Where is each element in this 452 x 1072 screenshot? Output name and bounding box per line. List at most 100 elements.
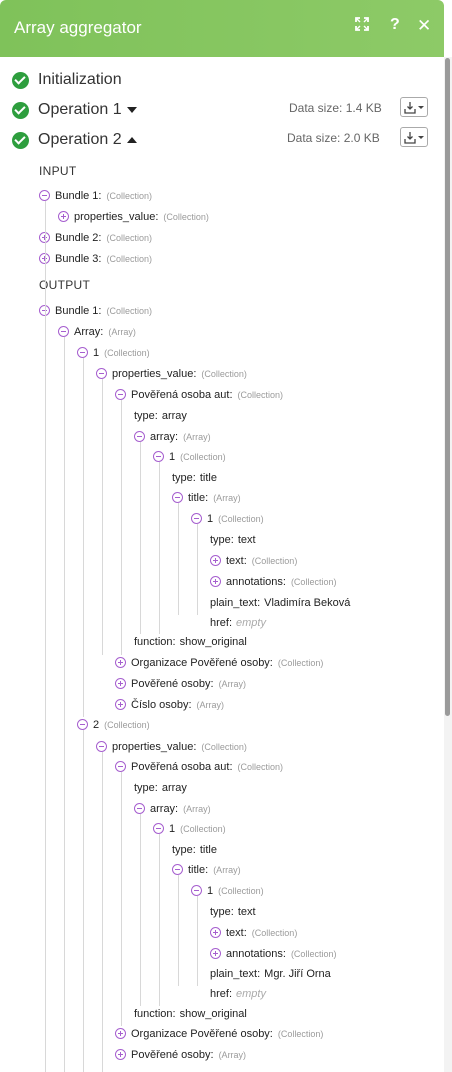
tree-value: show_original bbox=[179, 636, 247, 648]
caret-down-icon bbox=[126, 106, 137, 113]
tree-row[interactable]: 1(Collection) bbox=[77, 345, 150, 361]
collapse-minus-icon[interactable] bbox=[172, 492, 183, 503]
tree-row[interactable]: properties_value:(Collection) bbox=[96, 366, 247, 382]
caret-up-icon bbox=[126, 136, 137, 143]
tree-type-label: (Collection) bbox=[290, 949, 337, 959]
download-icon bbox=[404, 102, 416, 114]
tree-key: type: bbox=[210, 906, 234, 918]
tree-type-label: (Array) bbox=[183, 804, 211, 814]
tree-row[interactable]: title:(Array) bbox=[172, 862, 241, 878]
expand-plus-icon[interactable] bbox=[115, 657, 126, 668]
tree-key: type: bbox=[210, 534, 234, 546]
tree-row[interactable]: Pověřené osoby:(Array) bbox=[115, 1047, 246, 1063]
collapse-minus-icon[interactable] bbox=[58, 326, 69, 337]
tree-row[interactable]: Bundle 2:(Collection) bbox=[39, 230, 152, 246]
tree-row[interactable]: properties_value:(Collection) bbox=[96, 739, 247, 755]
tree-row[interactable]: Organizace Pověřené osoby:(Collection) bbox=[115, 1026, 323, 1042]
tree-row[interactable]: Pověřená osoba aut:(Collection) bbox=[115, 759, 283, 775]
help-button[interactable]: ? bbox=[390, 16, 400, 33]
collapse-minus-icon[interactable] bbox=[115, 761, 126, 772]
tree-row[interactable]: Pověřená osoba aut: (Collection) bbox=[115, 387, 283, 403]
expand-plus-icon[interactable] bbox=[210, 576, 221, 587]
expand-icon[interactable] bbox=[355, 17, 369, 36]
collapse-minus-icon[interactable] bbox=[96, 368, 107, 379]
tree-key: Bundle 2: bbox=[55, 232, 102, 244]
tree-key: title: bbox=[188, 864, 209, 876]
tree-guide-line bbox=[83, 358, 84, 717]
collapse-minus-icon[interactable] bbox=[191, 885, 202, 896]
collapse-minus-icon[interactable] bbox=[115, 389, 126, 400]
input-section-title: INPUT bbox=[39, 164, 77, 178]
tree-row[interactable]: Bundle 3:(Collection) bbox=[39, 251, 152, 267]
collapse-minus-icon[interactable] bbox=[153, 823, 164, 834]
tree-row[interactable]: Organizace Pověřené osoby:(Collection) bbox=[115, 655, 323, 671]
collapse-minus-icon[interactable] bbox=[39, 190, 50, 201]
tree-key: array: bbox=[150, 803, 179, 815]
tree-row[interactable]: Bundle 1:(Collection) bbox=[39, 303, 152, 319]
tree-row[interactable]: array: (Array) bbox=[134, 801, 211, 817]
operation-label: Operation 2 bbox=[38, 131, 137, 149]
tree-row[interactable]: 2(Collection) bbox=[77, 717, 150, 733]
collapse-minus-icon[interactable] bbox=[77, 719, 88, 730]
tree-row[interactable]: 1(Collection) bbox=[153, 449, 226, 465]
tree-key: 1 bbox=[93, 347, 100, 359]
tree-key: 1 bbox=[207, 513, 214, 525]
tree-row[interactable]: text:(Collection) bbox=[210, 925, 297, 941]
expand-plus-icon[interactable] bbox=[210, 948, 221, 959]
tree-row[interactable]: title:(Array) bbox=[172, 490, 241, 506]
expand-plus-icon[interactable] bbox=[39, 232, 50, 243]
tree-empty-value: empty bbox=[236, 988, 266, 1000]
tree-key: title: bbox=[188, 492, 209, 504]
tree-row[interactable]: Číslo osoby:(Array) bbox=[115, 697, 224, 713]
expand-plus-icon[interactable] bbox=[115, 699, 126, 710]
tree-type-label: (Collection) bbox=[237, 390, 284, 400]
expand-plus-icon[interactable] bbox=[210, 927, 221, 938]
collapse-minus-icon[interactable] bbox=[172, 864, 183, 875]
tree-row[interactable]: Pověřené osoby:(Array) bbox=[115, 676, 246, 692]
collapse-minus-icon[interactable] bbox=[153, 451, 164, 462]
tree-row[interactable]: Array:(Array) bbox=[58, 324, 136, 340]
tree-guide-line bbox=[197, 524, 198, 615]
expand-plus-icon[interactable] bbox=[115, 1028, 126, 1039]
tree-key: function: bbox=[134, 1008, 176, 1020]
tree-guide-line bbox=[121, 400, 122, 655]
tree-key: 2 bbox=[93, 719, 100, 731]
tree-row[interactable]: annotations:(Collection) bbox=[210, 574, 336, 590]
tree-row[interactable]: Bundle 1:(Collection) bbox=[39, 188, 152, 204]
collapse-minus-icon[interactable] bbox=[96, 741, 107, 752]
tree-row[interactable]: annotations:(Collection) bbox=[210, 946, 336, 962]
operation-label: Initialization bbox=[38, 71, 122, 88]
expand-plus-icon[interactable] bbox=[39, 253, 50, 264]
expand-plus-icon[interactable] bbox=[58, 211, 69, 222]
tree-key: Array: bbox=[74, 326, 104, 338]
tree-guide-line bbox=[159, 462, 160, 634]
collapse-minus-icon[interactable] bbox=[134, 431, 145, 442]
collapse-minus-icon[interactable] bbox=[134, 803, 145, 814]
check-circle-icon bbox=[12, 132, 29, 149]
scrollbar-thumb[interactable] bbox=[445, 58, 450, 716]
expand-plus-icon[interactable] bbox=[115, 1049, 126, 1060]
close-icon[interactable]: ✕ bbox=[417, 16, 432, 35]
tree-row[interactable]: 1(Collection) bbox=[191, 883, 264, 899]
collapse-minus-icon[interactable] bbox=[39, 305, 50, 316]
tree-row[interactable]: text:(Collection) bbox=[210, 553, 297, 569]
tree-row[interactable]: properties_value:(Collection) bbox=[58, 209, 209, 225]
tree-key: Pověřená osoba aut: bbox=[131, 389, 233, 401]
download-button[interactable] bbox=[400, 97, 428, 117]
expand-plus-icon[interactable] bbox=[115, 678, 126, 689]
download-button[interactable] bbox=[400, 127, 428, 147]
tree-row[interactable]: 1(Collection) bbox=[191, 511, 264, 527]
collapse-minus-icon[interactable] bbox=[77, 347, 88, 358]
download-icon bbox=[404, 132, 416, 144]
tree-key: properties_value: bbox=[112, 741, 197, 753]
tree-guide-line bbox=[83, 730, 84, 1072]
tree-row[interactable]: 1(Collection) bbox=[153, 821, 226, 837]
tree-value: text bbox=[237, 534, 256, 546]
collapse-minus-icon[interactable] bbox=[191, 513, 202, 524]
expand-plus-icon[interactable] bbox=[210, 555, 221, 566]
tree-row[interactable]: array:(Array) bbox=[134, 429, 211, 445]
tree-row: function:show_original bbox=[134, 634, 247, 650]
tree-key: Pověřená osoba aut: bbox=[131, 761, 233, 773]
tree-row: href:empty bbox=[210, 615, 266, 631]
tree-type-label: (Collection) bbox=[218, 886, 264, 896]
